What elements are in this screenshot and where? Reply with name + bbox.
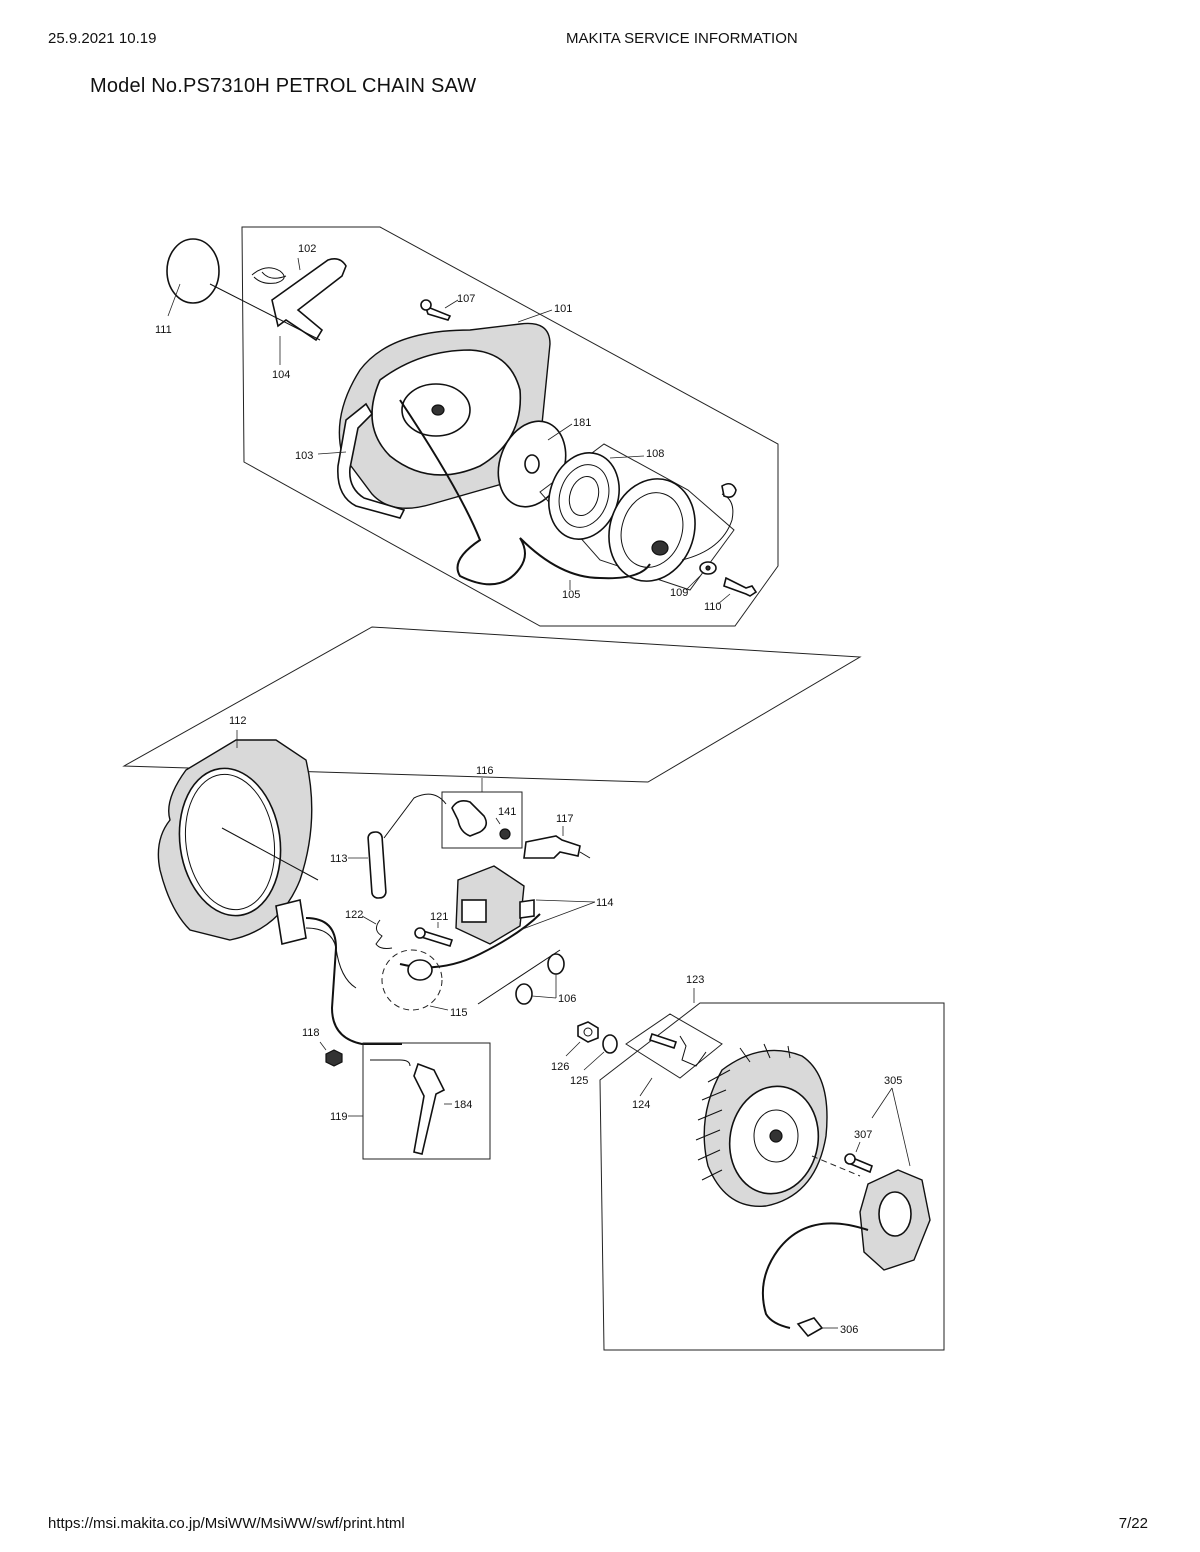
starter-assembly-group <box>166 226 779 627</box>
label-306: 306 <box>840 1324 858 1336</box>
part-108-frame <box>539 443 735 591</box>
part-110-screw <box>723 576 758 597</box>
label-125: 125 <box>570 1075 588 1087</box>
part-126-nut <box>577 1021 599 1043</box>
part-305-lead-wire <box>761 1222 869 1329</box>
label-102: 102 <box>298 243 316 255</box>
label-181: 181 <box>573 417 591 429</box>
label-121: 121 <box>430 911 448 923</box>
label-117: 117 <box>556 813 574 825</box>
part-141-spring <box>499 828 511 840</box>
label-124: 124 <box>632 1099 650 1111</box>
part-106-washer-a <box>547 953 565 975</box>
part-106-washer-b <box>515 983 533 1005</box>
label-123: 123 <box>686 974 704 986</box>
label-101: 101 <box>554 303 572 315</box>
label-307: 307 <box>854 1129 872 1141</box>
label-141: 141 <box>498 806 516 818</box>
part-123-fins <box>695 1043 791 1181</box>
label-122: 122 <box>345 909 363 921</box>
label-105: 105 <box>562 589 580 601</box>
part-124-frame <box>625 1013 723 1079</box>
flywheel-assembly-group <box>565 988 945 1351</box>
part-117-spark-plug <box>523 835 581 859</box>
part-102-rope-knot <box>251 267 287 284</box>
part-115-detail-circle <box>381 949 443 1011</box>
label-184: 184 <box>454 1099 472 1111</box>
label-104: 104 <box>272 369 290 381</box>
part-111-sticker <box>166 238 220 304</box>
label-305: 305 <box>884 1075 902 1087</box>
flywheel-frame <box>599 1002 945 1351</box>
part-122-clip <box>375 919 393 949</box>
label-109: 109 <box>670 587 688 599</box>
label-118: 118 <box>302 1027 320 1039</box>
part-115-grommet <box>407 959 433 981</box>
label-114: 114 <box>596 897 614 909</box>
part-stop-switch <box>275 899 307 945</box>
footer-page-number: 7/22 <box>1118 1515 1148 1532</box>
label-108: 108 <box>646 448 664 460</box>
part-104-starter-handle <box>271 258 347 342</box>
label-110: 110 <box>704 601 722 613</box>
part-116-plug-cap <box>451 800 488 837</box>
print-datetime: 25.9.2021 10.19 <box>48 30 157 47</box>
linking-frame <box>122 626 862 783</box>
part-306-terminal <box>796 1317 824 1338</box>
part-108-pulley <box>608 478 696 582</box>
footer-url: https://msi.makita.co.jp/MsiWW/MsiWW/swf… <box>48 1515 405 1532</box>
part-103-rope-guide <box>337 402 406 519</box>
label-116: 116 <box>476 765 494 777</box>
starter-frame <box>241 226 779 627</box>
site-title: MAKITA SERVICE INFORMATION <box>566 30 798 47</box>
label-103: 103 <box>295 450 313 462</box>
label-119: 119 <box>330 1111 348 1123</box>
label-126: 126 <box>551 1061 569 1073</box>
part-118-nut <box>325 1049 343 1067</box>
label-111: 111 <box>155 324 172 336</box>
page-title: Model No.PS7310H PETROL CHAIN SAW <box>90 75 477 97</box>
part-labels: 102 107 101 111 104 181 103 108 105 109 … <box>155 243 902 1336</box>
label-115: 115 <box>450 1007 468 1019</box>
ignition-assembly-group <box>157 730 596 1160</box>
label-107: 107 <box>457 293 475 305</box>
part-184-lever <box>413 1062 446 1155</box>
part-113-tube <box>367 831 387 899</box>
part-114-ignition-coil <box>455 865 525 945</box>
label-106: 106 <box>558 993 576 1005</box>
part-125-washer <box>602 1034 618 1054</box>
part-119-frame <box>362 1042 491 1160</box>
part-124-bolt <box>648 1032 678 1050</box>
part-105-starter-rope <box>399 399 651 586</box>
label-113: 113 <box>330 853 348 865</box>
label-112: 112 <box>229 715 247 727</box>
